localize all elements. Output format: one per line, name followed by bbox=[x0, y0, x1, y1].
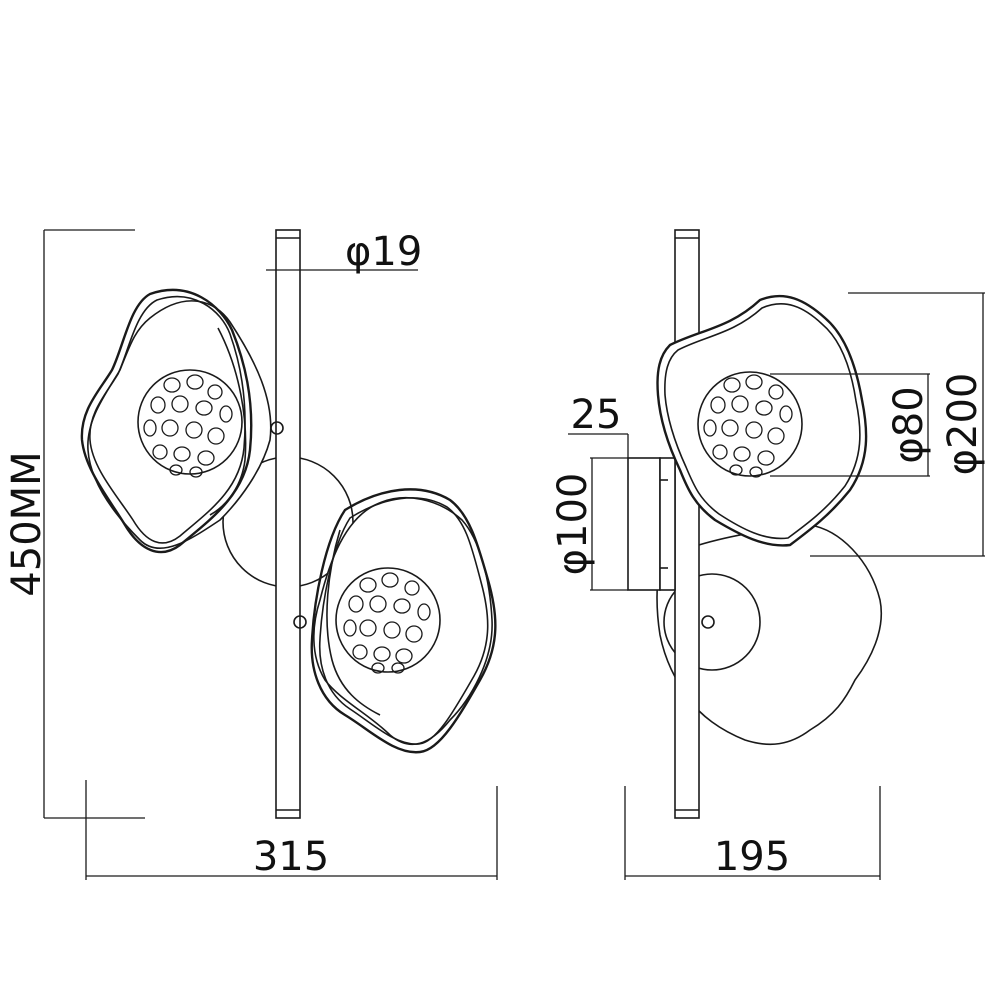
side-globe-diameter-dimension: φ80 bbox=[770, 373, 932, 477]
front-lower-knob bbox=[293, 615, 307, 629]
side-shade-diameter-dimension: φ200 bbox=[810, 292, 986, 557]
front-mounting-rod bbox=[275, 229, 301, 819]
side-depth-label: 195 bbox=[714, 834, 790, 880]
front-rod-diameter-label: φ19 bbox=[345, 229, 422, 275]
front-upper-lamp bbox=[80, 288, 272, 554]
front-view: 450MM 315 φ19 bbox=[4, 229, 498, 880]
side-thickness-dimension: 25 bbox=[568, 392, 629, 458]
front-lower-globe bbox=[335, 567, 441, 673]
side-globe-diameter-label: φ80 bbox=[886, 386, 932, 463]
front-height-label: 450MM bbox=[4, 451, 50, 596]
side-view: 195 25 φ100 φ80 φ200 bbox=[550, 229, 986, 880]
front-width-dimension: 315 bbox=[85, 780, 498, 880]
side-lower-knob bbox=[701, 615, 715, 629]
side-upper-globe bbox=[697, 371, 803, 477]
front-rod-diameter-dimension: φ19 bbox=[266, 229, 422, 275]
side-thickness-label: 25 bbox=[571, 392, 622, 438]
side-wall-bracket bbox=[627, 457, 676, 591]
front-height-dimension: 450MM bbox=[4, 229, 145, 819]
side-backplate-diameter-dimension: φ100 bbox=[550, 457, 628, 591]
side-shade-diameter-label: φ200 bbox=[940, 373, 986, 476]
side-backplate-diameter-label: φ100 bbox=[550, 473, 596, 576]
front-lower-lamp bbox=[310, 488, 497, 754]
side-upper-lamp bbox=[656, 294, 868, 547]
front-width-label: 315 bbox=[253, 834, 329, 880]
side-mounting-rod bbox=[674, 229, 700, 819]
side-depth-dimension: 195 bbox=[624, 786, 881, 880]
